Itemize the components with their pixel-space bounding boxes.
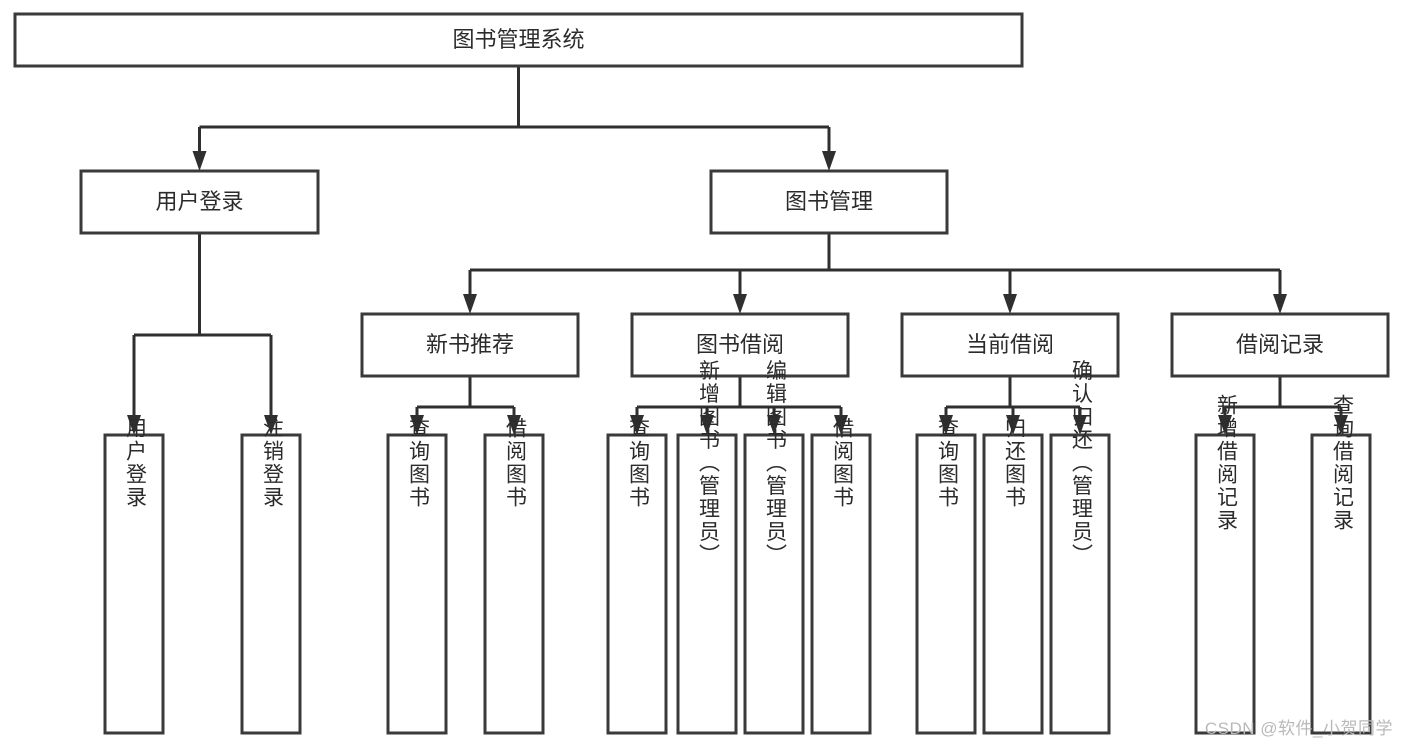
node-l2[interactable]: 注销登录 xyxy=(240,417,302,735)
node-label: 归还图书 xyxy=(1002,417,1026,509)
node-label: 查询图书 xyxy=(406,417,430,509)
node-box[interactable] xyxy=(13,12,1024,68)
watermark: CSDN @软件_小贺同学 xyxy=(1204,719,1393,738)
arrow-head xyxy=(507,415,521,435)
node-l6[interactable]: 新增图书（管理员） xyxy=(676,360,738,735)
node-box[interactable] xyxy=(743,433,805,735)
node-root[interactable]: 图书管理系统 xyxy=(13,12,1024,68)
node-l12[interactable]: 新增借阅记录 xyxy=(1194,394,1256,735)
edge-group-records xyxy=(1218,376,1348,435)
edge-group-current xyxy=(939,376,1087,435)
node-l11[interactable]: 确认归还（管理员） xyxy=(1049,360,1111,735)
arrow-head xyxy=(1003,294,1017,314)
node-box[interactable] xyxy=(360,312,580,378)
node-label: 新增图书（管理员） xyxy=(696,360,720,567)
node-label: 图书借阅 xyxy=(696,332,784,357)
node-l10[interactable]: 归还图书 xyxy=(982,417,1044,735)
node-layer: 图书管理系统用户登录图书管理新书推荐图书借阅当前借阅借阅记录用户登录注销登录查询… xyxy=(13,12,1390,735)
node-l1[interactable]: 用户登录 xyxy=(103,417,165,735)
node-label: 借阅记录 xyxy=(1236,332,1324,357)
arrow-head xyxy=(834,415,848,435)
node-box[interactable] xyxy=(103,433,165,735)
node-box[interactable] xyxy=(915,433,977,735)
edge-group-login xyxy=(127,233,278,435)
arrow-head xyxy=(1218,415,1232,435)
arrow-head xyxy=(463,294,477,314)
node-box[interactable] xyxy=(982,433,1044,735)
arrow-head xyxy=(1006,415,1020,435)
node-box[interactable] xyxy=(1170,312,1390,378)
node-l13[interactable]: 查询借阅记录 xyxy=(1310,394,1372,735)
arrow-head xyxy=(700,415,714,435)
node-box[interactable] xyxy=(1310,433,1372,735)
node-label: 新书推荐 xyxy=(426,332,514,357)
node-l5[interactable]: 查询图书 xyxy=(606,417,668,735)
node-records[interactable]: 借阅记录 xyxy=(1170,312,1390,378)
node-label: 借阅图书 xyxy=(503,417,527,509)
node-l3[interactable]: 查询图书 xyxy=(386,417,448,735)
node-label: 图书管理系统 xyxy=(452,27,584,52)
node-label: 注销登录 xyxy=(260,417,284,509)
node-label: 确认归还（管理员） xyxy=(1069,360,1093,567)
node-label: 用户登录 xyxy=(123,417,147,509)
arrow-head xyxy=(264,415,278,435)
node-label: 新增借阅记录 xyxy=(1214,394,1238,532)
arrow-head xyxy=(630,415,644,435)
arrow-head xyxy=(767,415,781,435)
node-bookmgmt[interactable]: 图书管理 xyxy=(709,169,949,235)
node-box[interactable] xyxy=(810,433,872,735)
node-box[interactable] xyxy=(1194,433,1256,735)
edge-group-borrow xyxy=(630,376,848,435)
arrow-head xyxy=(410,415,424,435)
node-box[interactable] xyxy=(630,312,850,378)
node-box[interactable] xyxy=(709,169,949,235)
node-box[interactable] xyxy=(483,433,545,735)
edge-group-bookmgmt xyxy=(463,233,1287,314)
arrow-head xyxy=(939,415,953,435)
node-label: 用户登录 xyxy=(155,189,243,214)
node-label: 查询图书 xyxy=(626,417,650,509)
arrow-head xyxy=(127,415,141,435)
edge-group-newrec xyxy=(410,376,521,435)
edge-layer xyxy=(127,66,1348,435)
node-box[interactable] xyxy=(1049,433,1111,735)
node-newrec[interactable]: 新书推荐 xyxy=(360,312,580,378)
node-l9[interactable]: 查询图书 xyxy=(915,417,977,735)
node-box[interactable] xyxy=(79,169,320,235)
arrow-head xyxy=(733,294,747,314)
arrow-head xyxy=(1273,294,1287,314)
node-box[interactable] xyxy=(240,433,302,735)
node-box[interactable] xyxy=(386,433,448,735)
node-label: 当前借阅 xyxy=(966,332,1054,357)
arrow-head xyxy=(1334,415,1348,435)
node-l8[interactable]: 借阅图书 xyxy=(810,417,872,735)
node-label: 查询图书 xyxy=(935,417,959,509)
node-l4[interactable]: 借阅图书 xyxy=(483,417,545,735)
node-box[interactable] xyxy=(676,433,738,735)
arrow-head xyxy=(822,151,836,171)
node-label: 借阅图书 xyxy=(830,417,854,509)
node-box[interactable] xyxy=(900,312,1120,378)
node-current[interactable]: 当前借阅 xyxy=(900,312,1120,378)
arrow-head xyxy=(1073,415,1087,435)
node-login[interactable]: 用户登录 xyxy=(79,169,320,235)
node-label: 图书管理 xyxy=(785,189,873,214)
node-box[interactable] xyxy=(606,433,668,735)
node-l7[interactable]: 编辑图书（管理员） xyxy=(743,360,805,735)
node-borrow[interactable]: 图书借阅 xyxy=(630,312,850,378)
node-label: 查询借阅记录 xyxy=(1330,394,1354,532)
arrow-head xyxy=(192,151,207,171)
node-label: 编辑图书（管理员） xyxy=(763,360,787,567)
edge-group-root xyxy=(192,66,836,171)
